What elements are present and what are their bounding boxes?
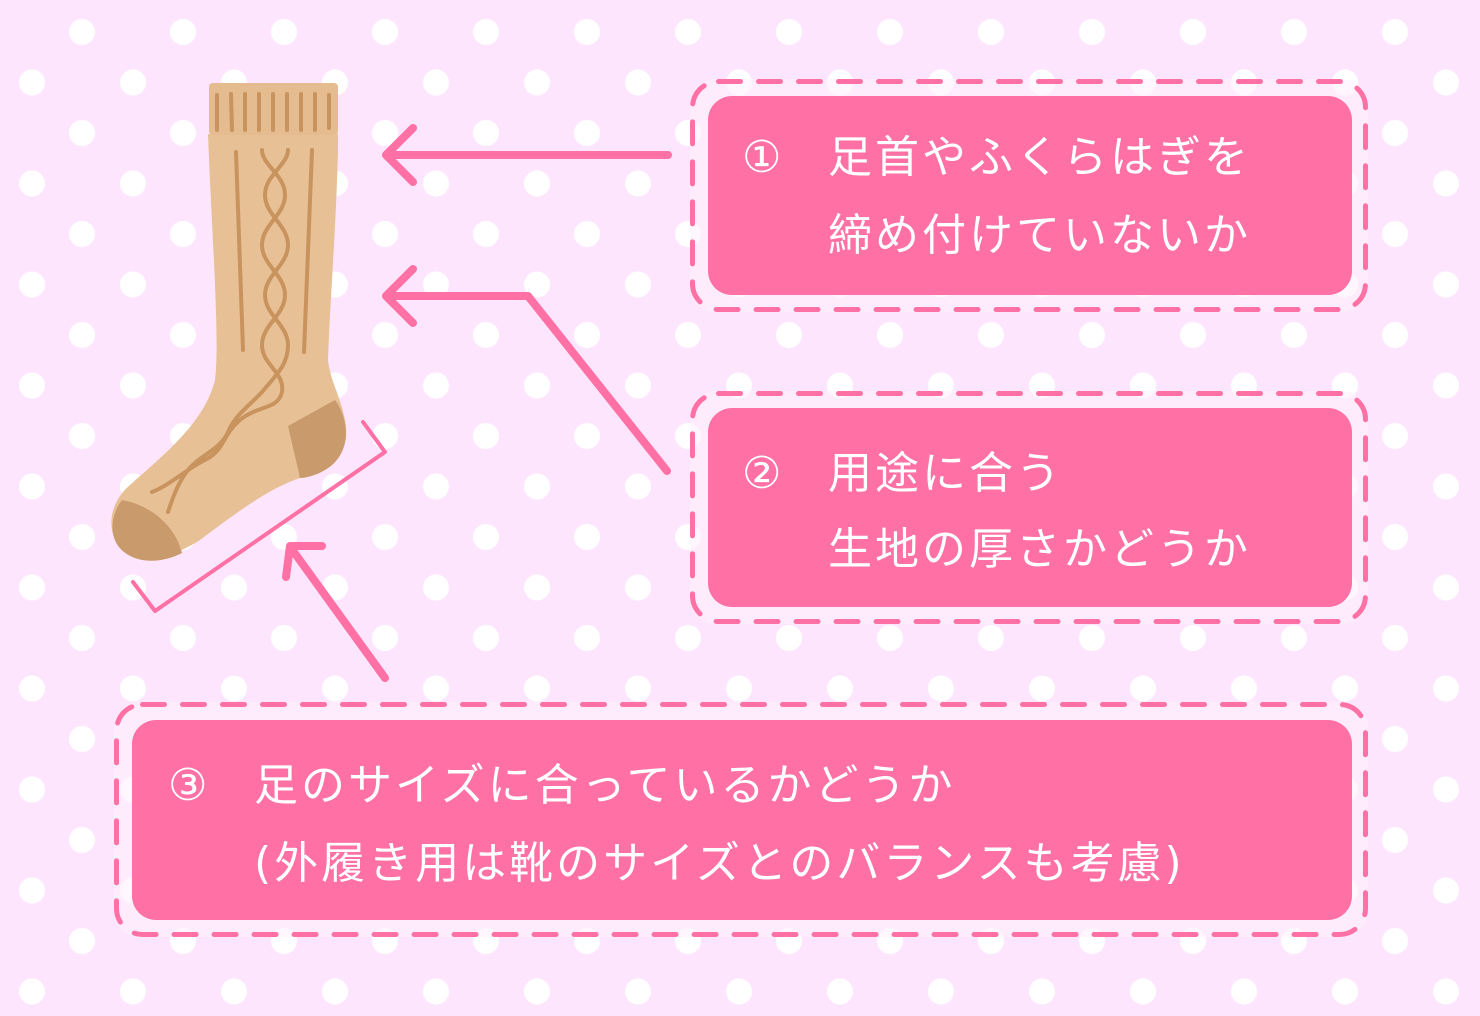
checkpoint-text-line-2: 締め付けていないか <box>828 210 1251 261</box>
foot-length-bracket <box>131 420 387 613</box>
checkpoint-text-line-1: 足首やふくらはぎを <box>828 132 1251 183</box>
checkpoint-3-card: ③ 足のサイズに合っているかどうか (外履き用は靴のサイズとのバランスも考慮) <box>132 720 1352 920</box>
checkpoint-text-line-2: (外履き用は靴のサイズとのバランスも考慮) <box>254 838 1185 889</box>
arrow-1-icon <box>382 124 672 186</box>
checkpoint-text-line-1: 足のサイズに合っているかどうか <box>254 760 956 811</box>
arrow-2-icon <box>382 265 671 475</box>
checkpoint-number: ② <box>742 448 782 499</box>
checkpoint-2-card: ② 用途に合う 生地の厚さかどうか <box>708 408 1352 607</box>
checkpoint-number: ③ <box>168 760 208 811</box>
checkpoint-1-card: ① 足首やふくらはぎを 締め付けていないか <box>708 96 1352 295</box>
checkpoint-text-line-1: 用途に合う <box>828 448 1063 499</box>
dashed-border <box>114 702 1368 937</box>
checkpoint-text-line-2: 生地の厚さかどうか <box>828 524 1251 575</box>
arrow-3-icon <box>282 542 389 682</box>
sock-icon <box>111 83 347 561</box>
checkpoint-number: ① <box>742 132 782 183</box>
